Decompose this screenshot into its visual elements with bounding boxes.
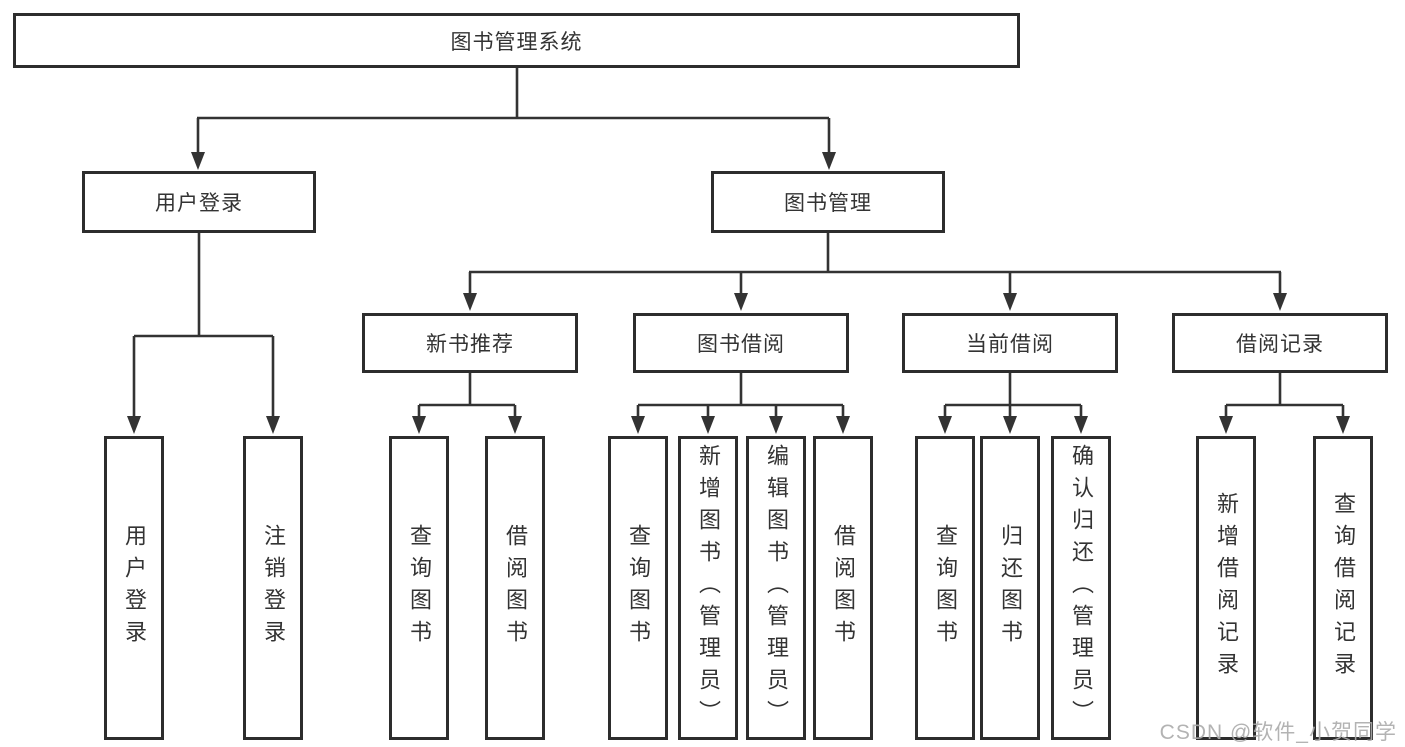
node-book-borrow-label: 图书借阅 <box>697 333 785 356</box>
leaf-query-borrow-record: 查询借阅记录 <box>1313 436 1373 740</box>
leaf-return-book: 归还图书 <box>980 436 1040 740</box>
node-user-login-branch-label: 用户登录 <box>155 192 243 215</box>
leaf-recommend-query-books-label: 查询图书 <box>407 524 432 652</box>
node-borrow-records-label: 借阅记录 <box>1236 333 1324 356</box>
leaf-current-query-books-label: 查询图书 <box>933 524 958 652</box>
node-book-borrow: 图书借阅 <box>633 313 849 373</box>
node-borrow-records: 借阅记录 <box>1172 313 1388 373</box>
leaf-add-book-admin: 新增图书（管理员） <box>678 436 738 740</box>
node-user-login-branch: 用户登录 <box>82 171 316 233</box>
leaf-confirm-return-admin: 确认归还（管理员） <box>1051 436 1111 740</box>
leaf-edit-book-admin-label: 编辑图书（管理员） <box>764 444 789 732</box>
leaf-current-query-books: 查询图书 <box>915 436 975 740</box>
leaf-user-login-label: 用户登录 <box>122 524 147 652</box>
leaf-user-login: 用户登录 <box>104 436 164 740</box>
leaf-edit-book-admin: 编辑图书（管理员） <box>746 436 806 740</box>
leaf-confirm-return-admin-label: 确认归还（管理员） <box>1069 444 1094 732</box>
node-current-borrow: 当前借阅 <box>902 313 1118 373</box>
leaf-recommend-borrow-books-label: 借阅图书 <box>503 524 528 652</box>
node-new-book-recommend-label: 新书推荐 <box>426 333 514 356</box>
node-current-borrow-label: 当前借阅 <box>966 333 1054 356</box>
node-book-management: 图书管理 <box>711 171 945 233</box>
leaf-recommend-borrow-books: 借阅图书 <box>485 436 545 740</box>
leaf-add-book-admin-label: 新增图书（管理员） <box>696 444 721 732</box>
node-book-management-label: 图书管理 <box>784 192 872 215</box>
leaf-logout-label: 注销登录 <box>261 524 286 652</box>
leaf-add-borrow-record: 新增借阅记录 <box>1196 436 1256 740</box>
leaf-add-borrow-record-label: 新增借阅记录 <box>1214 492 1239 684</box>
leaf-return-book-label: 归还图书 <box>998 524 1023 652</box>
csdn-watermark: CSDN @软件_小贺同学 <box>1159 721 1397 744</box>
node-library-system: 图书管理系统 <box>13 13 1020 68</box>
leaf-borrow-books-label: 借阅图书 <box>831 524 856 652</box>
leaf-recommend-query-books: 查询图书 <box>389 436 449 740</box>
leaf-logout: 注销登录 <box>243 436 303 740</box>
leaf-borrow-query-books-label: 查询图书 <box>626 524 651 652</box>
leaf-borrow-query-books: 查询图书 <box>608 436 668 740</box>
node-library-system-label: 图书管理系统 <box>450 30 583 54</box>
leaf-query-borrow-record-label: 查询借阅记录 <box>1331 492 1356 684</box>
leaf-borrow-books: 借阅图书 <box>813 436 873 740</box>
node-new-book-recommend: 新书推荐 <box>362 313 578 373</box>
